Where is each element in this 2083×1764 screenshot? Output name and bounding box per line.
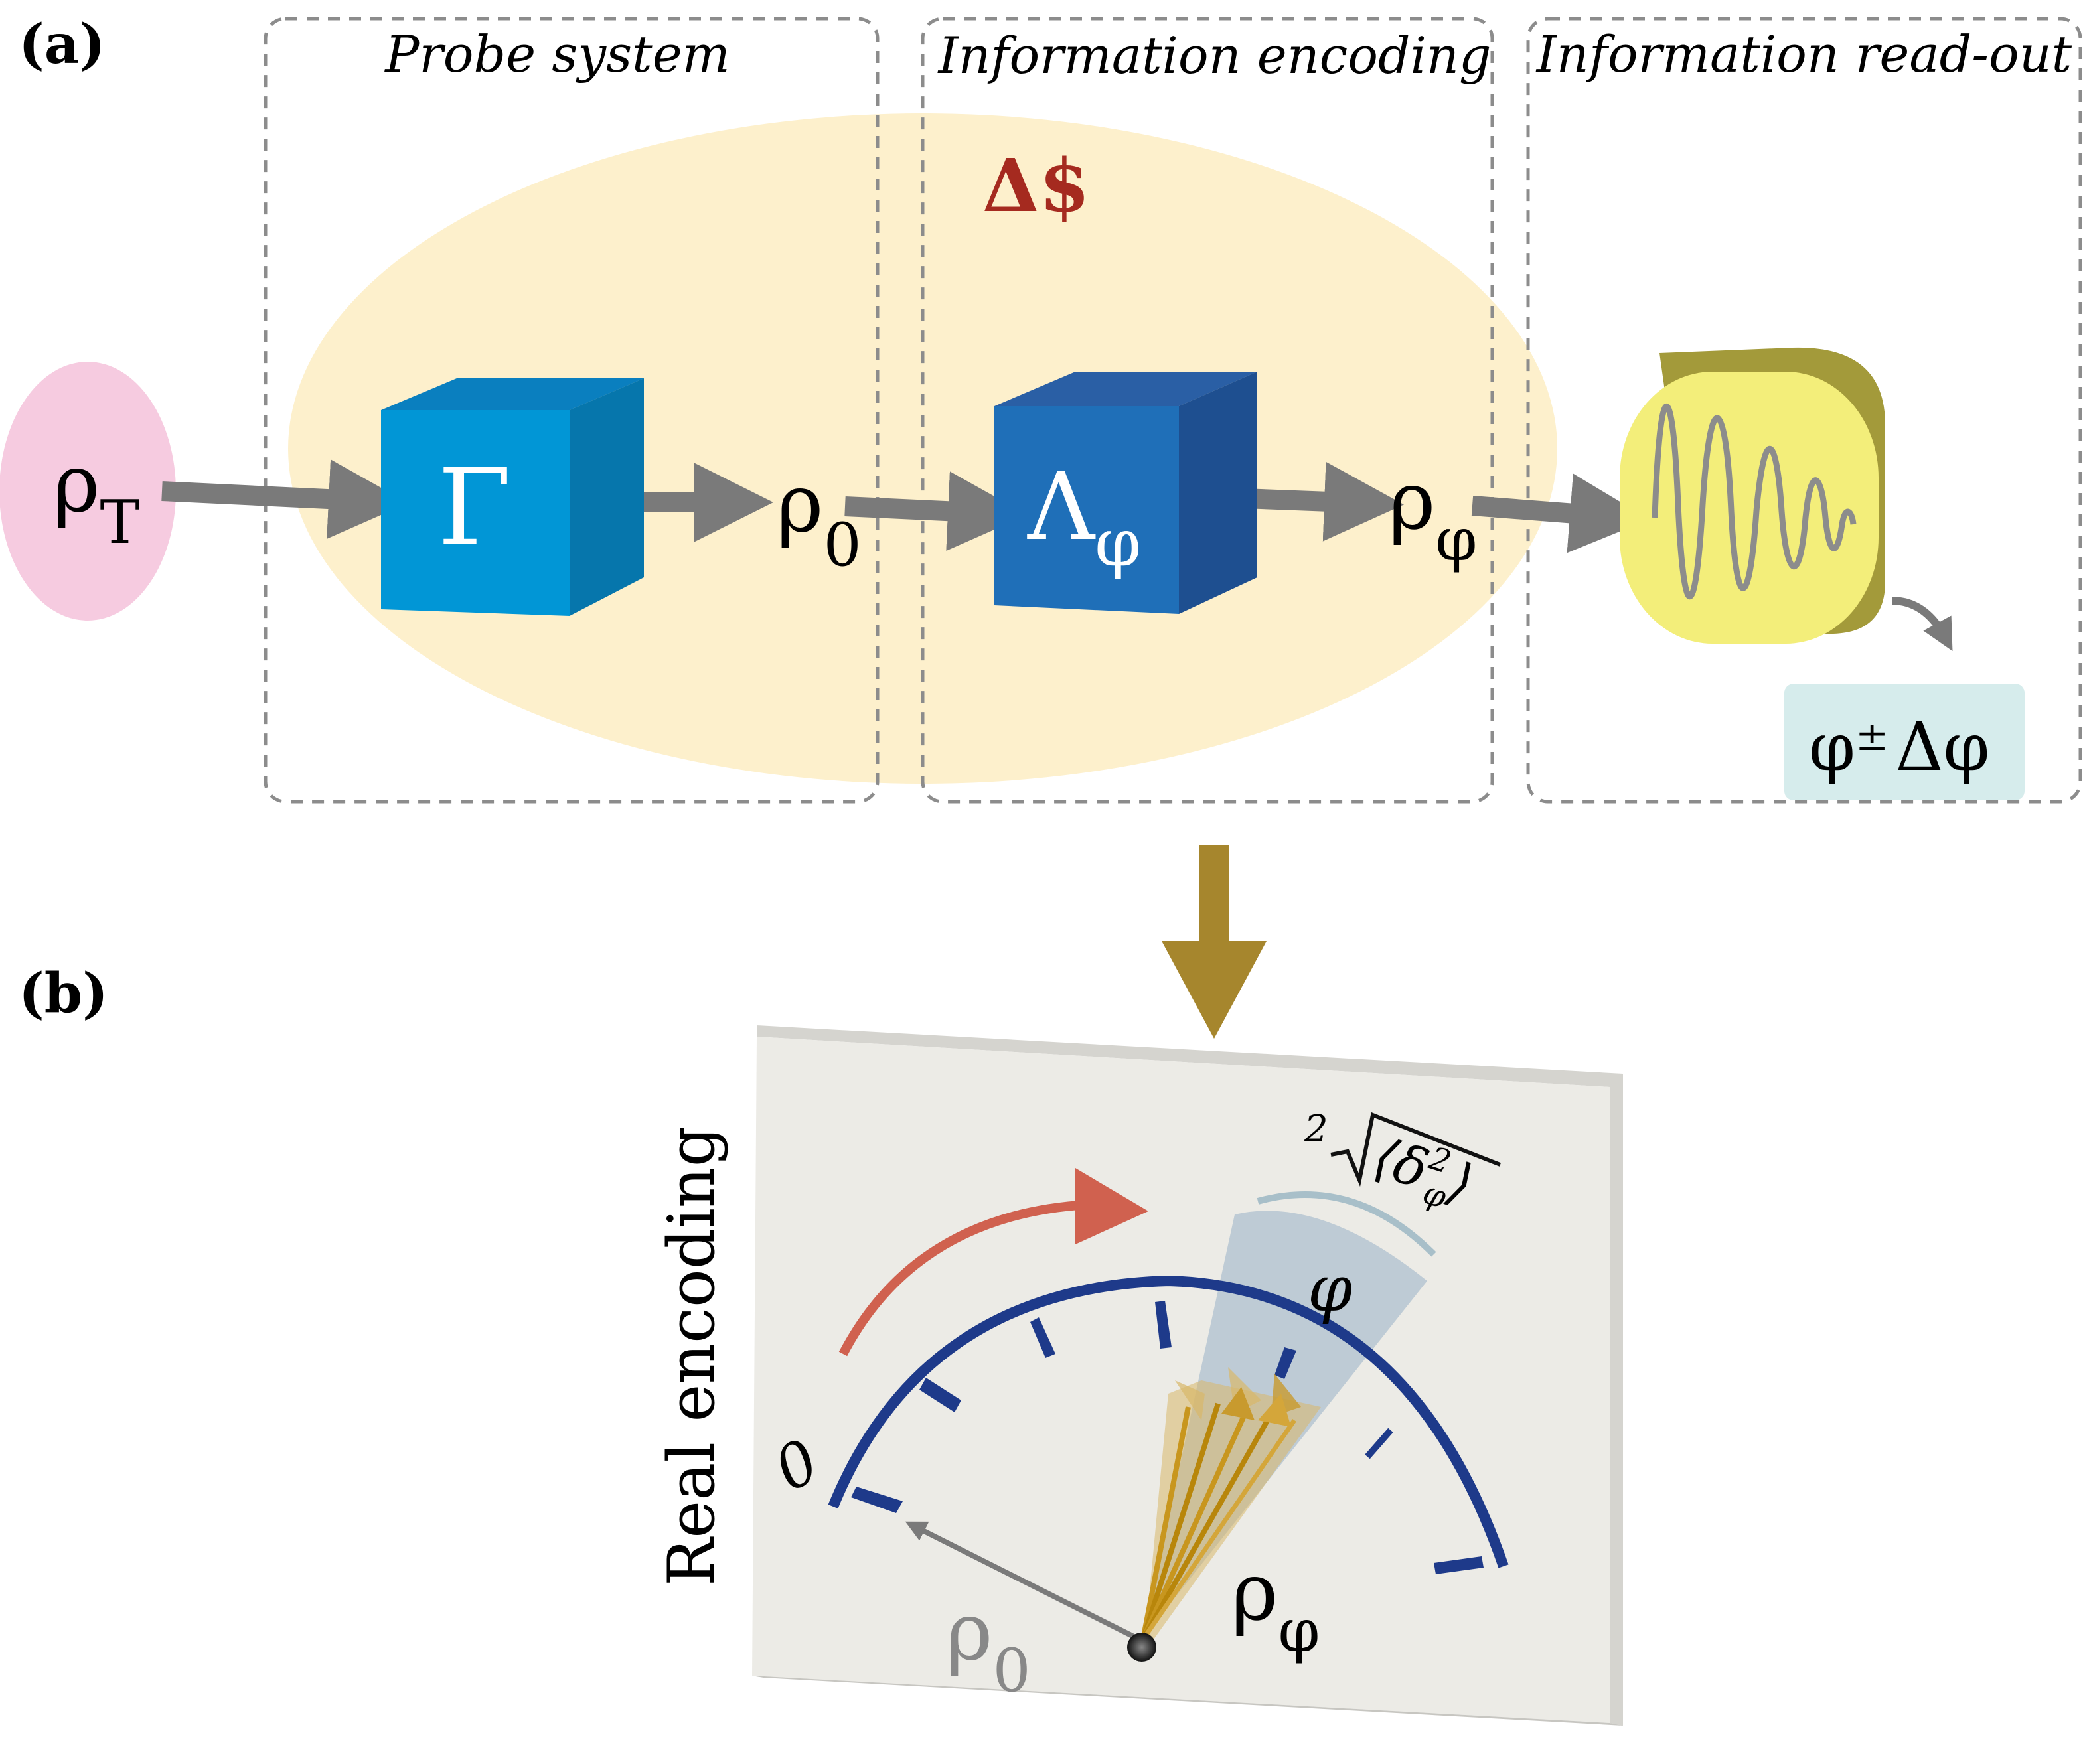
variance-arc bbox=[1257, 1191, 1436, 1257]
panel-b: (b) Real encoding 0 φ bbox=[19, 962, 1623, 1726]
dial-tick bbox=[1030, 1317, 1055, 1358]
input-state-label: ρT bbox=[53, 438, 140, 557]
root-sign bbox=[1330, 1112, 1502, 1187]
lambda-cube-label: Λφ bbox=[1027, 453, 1141, 581]
panel-a: (a) Probe system Information encoding In… bbox=[0, 13, 2082, 804]
detector bbox=[1620, 347, 1885, 644]
gamma-cube-label: Γ bbox=[437, 445, 511, 569]
dial-tick bbox=[1155, 1301, 1172, 1349]
dial-tick bbox=[1274, 1347, 1296, 1379]
readout-heading: Information read-out bbox=[1535, 25, 2072, 84]
waveform-icon bbox=[1652, 403, 1857, 600]
dial-tick bbox=[851, 1487, 903, 1513]
arrow-input-to-gamma bbox=[161, 459, 408, 540]
estimate-label: φ±Δφ bbox=[1809, 708, 1990, 786]
rotation-arrow bbox=[838, 1200, 1089, 1357]
probe-system-heading: Probe system bbox=[384, 25, 730, 84]
real-encoding-label: Real encoding bbox=[655, 1126, 729, 1586]
encoding-box bbox=[921, 17, 1494, 804]
rho0-dial-label: ρ0 bbox=[946, 1586, 1031, 1706]
root-index: 2 bbox=[1304, 1108, 1328, 1151]
panel-transition-arrow bbox=[1162, 845, 1267, 1039]
rhophi-state-label: ρφ bbox=[1389, 455, 1478, 575]
measured-state-arrows bbox=[1140, 1367, 1321, 1641]
initial-state-arrow bbox=[905, 1521, 1143, 1643]
dial-arc bbox=[828, 1275, 1509, 1568]
resource-label: Δ$ bbox=[982, 143, 1090, 228]
dial-tick bbox=[919, 1378, 961, 1412]
detector-to-estimate-arrow bbox=[1891, 597, 1953, 652]
lambda-cube: Λφ bbox=[994, 372, 1257, 614]
dial-ticks bbox=[851, 1301, 1484, 1574]
resource-ellipse bbox=[288, 113, 1557, 784]
estimate-box bbox=[1784, 684, 2025, 800]
dial-tick bbox=[1365, 1428, 1393, 1459]
rho0-state-label: ρ0 bbox=[777, 458, 862, 580]
dial-tick bbox=[1434, 1556, 1484, 1574]
panel-b-label: (b) bbox=[19, 962, 108, 1025]
rhophi-dial-label: ρφ bbox=[1231, 1546, 1320, 1666]
dial-pivot bbox=[1127, 1633, 1156, 1662]
arrow-rho0-to-lambda bbox=[844, 471, 1028, 551]
phi-label: φ bbox=[1308, 1252, 1352, 1326]
input-state-ellipse bbox=[0, 362, 176, 621]
rotation-arrow-head bbox=[1075, 1168, 1148, 1244]
encoding-board bbox=[752, 1025, 1623, 1726]
arrow-rhophi-to-detector bbox=[1471, 473, 1650, 553]
panel-a-label: (a) bbox=[19, 13, 106, 76]
readout-box bbox=[1526, 17, 2082, 804]
gamma-cube: Γ bbox=[381, 378, 644, 616]
probe-system-box bbox=[264, 17, 880, 804]
encoding-heading: Information encoding bbox=[937, 26, 1491, 85]
